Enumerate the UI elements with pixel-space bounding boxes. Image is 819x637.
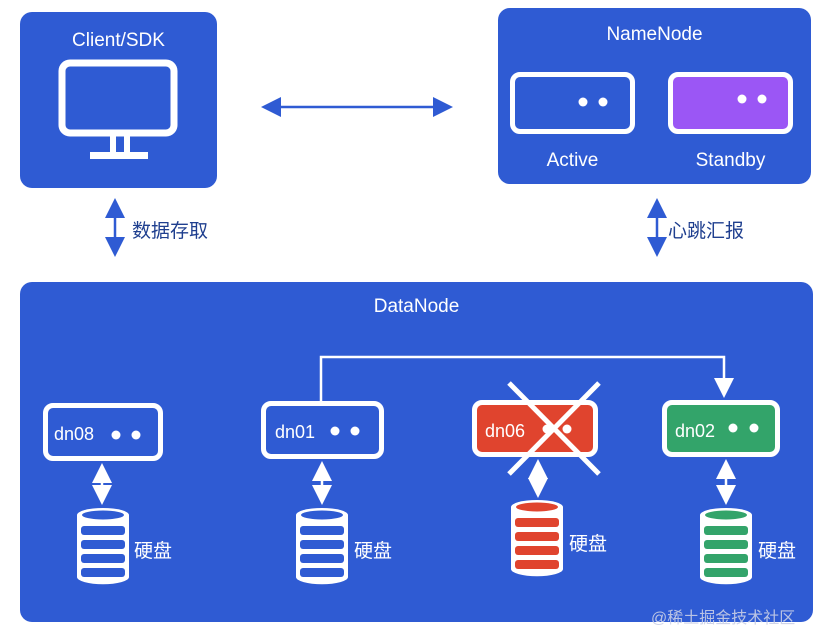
active-dot-2	[598, 97, 608, 107]
client-data-edge-label: 数据存取	[132, 221, 209, 242]
datanode-dn08: dn08	[43, 403, 163, 461]
dn08-dot-2	[131, 430, 141, 440]
monitor-icon	[58, 59, 178, 159]
standby-namenode	[668, 72, 793, 134]
disk-label-dn06: 硬盘	[569, 534, 608, 555]
dn02-dot-2	[749, 423, 759, 433]
disk-icon-dn02	[700, 508, 752, 585]
dn01-dot-2	[350, 426, 360, 436]
disk-icon-dn08	[77, 508, 129, 585]
dn06-dot-2	[562, 424, 572, 434]
standby-label: Standby	[695, 150, 766, 171]
active-dot-1	[578, 97, 588, 107]
client-sdk-title: Client/SDK	[72, 30, 165, 51]
dn01-label: dn01	[275, 422, 316, 442]
dn02-dot-1	[728, 423, 738, 433]
dn06-label: dn06	[485, 421, 526, 441]
watermark: @稀土掘金技术社区	[651, 610, 796, 627]
disk-label-dn02: 硬盘	[758, 541, 797, 562]
dn08-dot-1	[111, 430, 121, 440]
replication-arrow	[319, 355, 734, 401]
standby-dot-2	[757, 94, 767, 104]
active-label: Active	[546, 150, 599, 171]
dn02-label: dn02	[675, 421, 716, 441]
heartbeat-edge-label: 心跳汇报	[668, 221, 745, 242]
dn08-label: dn08	[54, 424, 95, 444]
failed-cross-icon	[507, 381, 601, 476]
disk-icon-dn06	[511, 500, 563, 577]
datanode-dn02: dn02	[662, 400, 780, 457]
standby-dot-1	[737, 94, 747, 104]
dn01-dot-1	[330, 426, 340, 436]
disk-label-dn01: 硬盘	[354, 541, 393, 562]
disk-icon-dn01	[296, 508, 348, 585]
namenode-title: NameNode	[606, 24, 703, 45]
active-namenode	[510, 72, 635, 134]
namenode-box: NameNode Active Standby	[498, 8, 811, 184]
disk-label-dn08: 硬盘	[134, 541, 173, 562]
datanode-title: DataNode	[373, 296, 460, 317]
datanode-dn01: dn01	[261, 401, 384, 459]
